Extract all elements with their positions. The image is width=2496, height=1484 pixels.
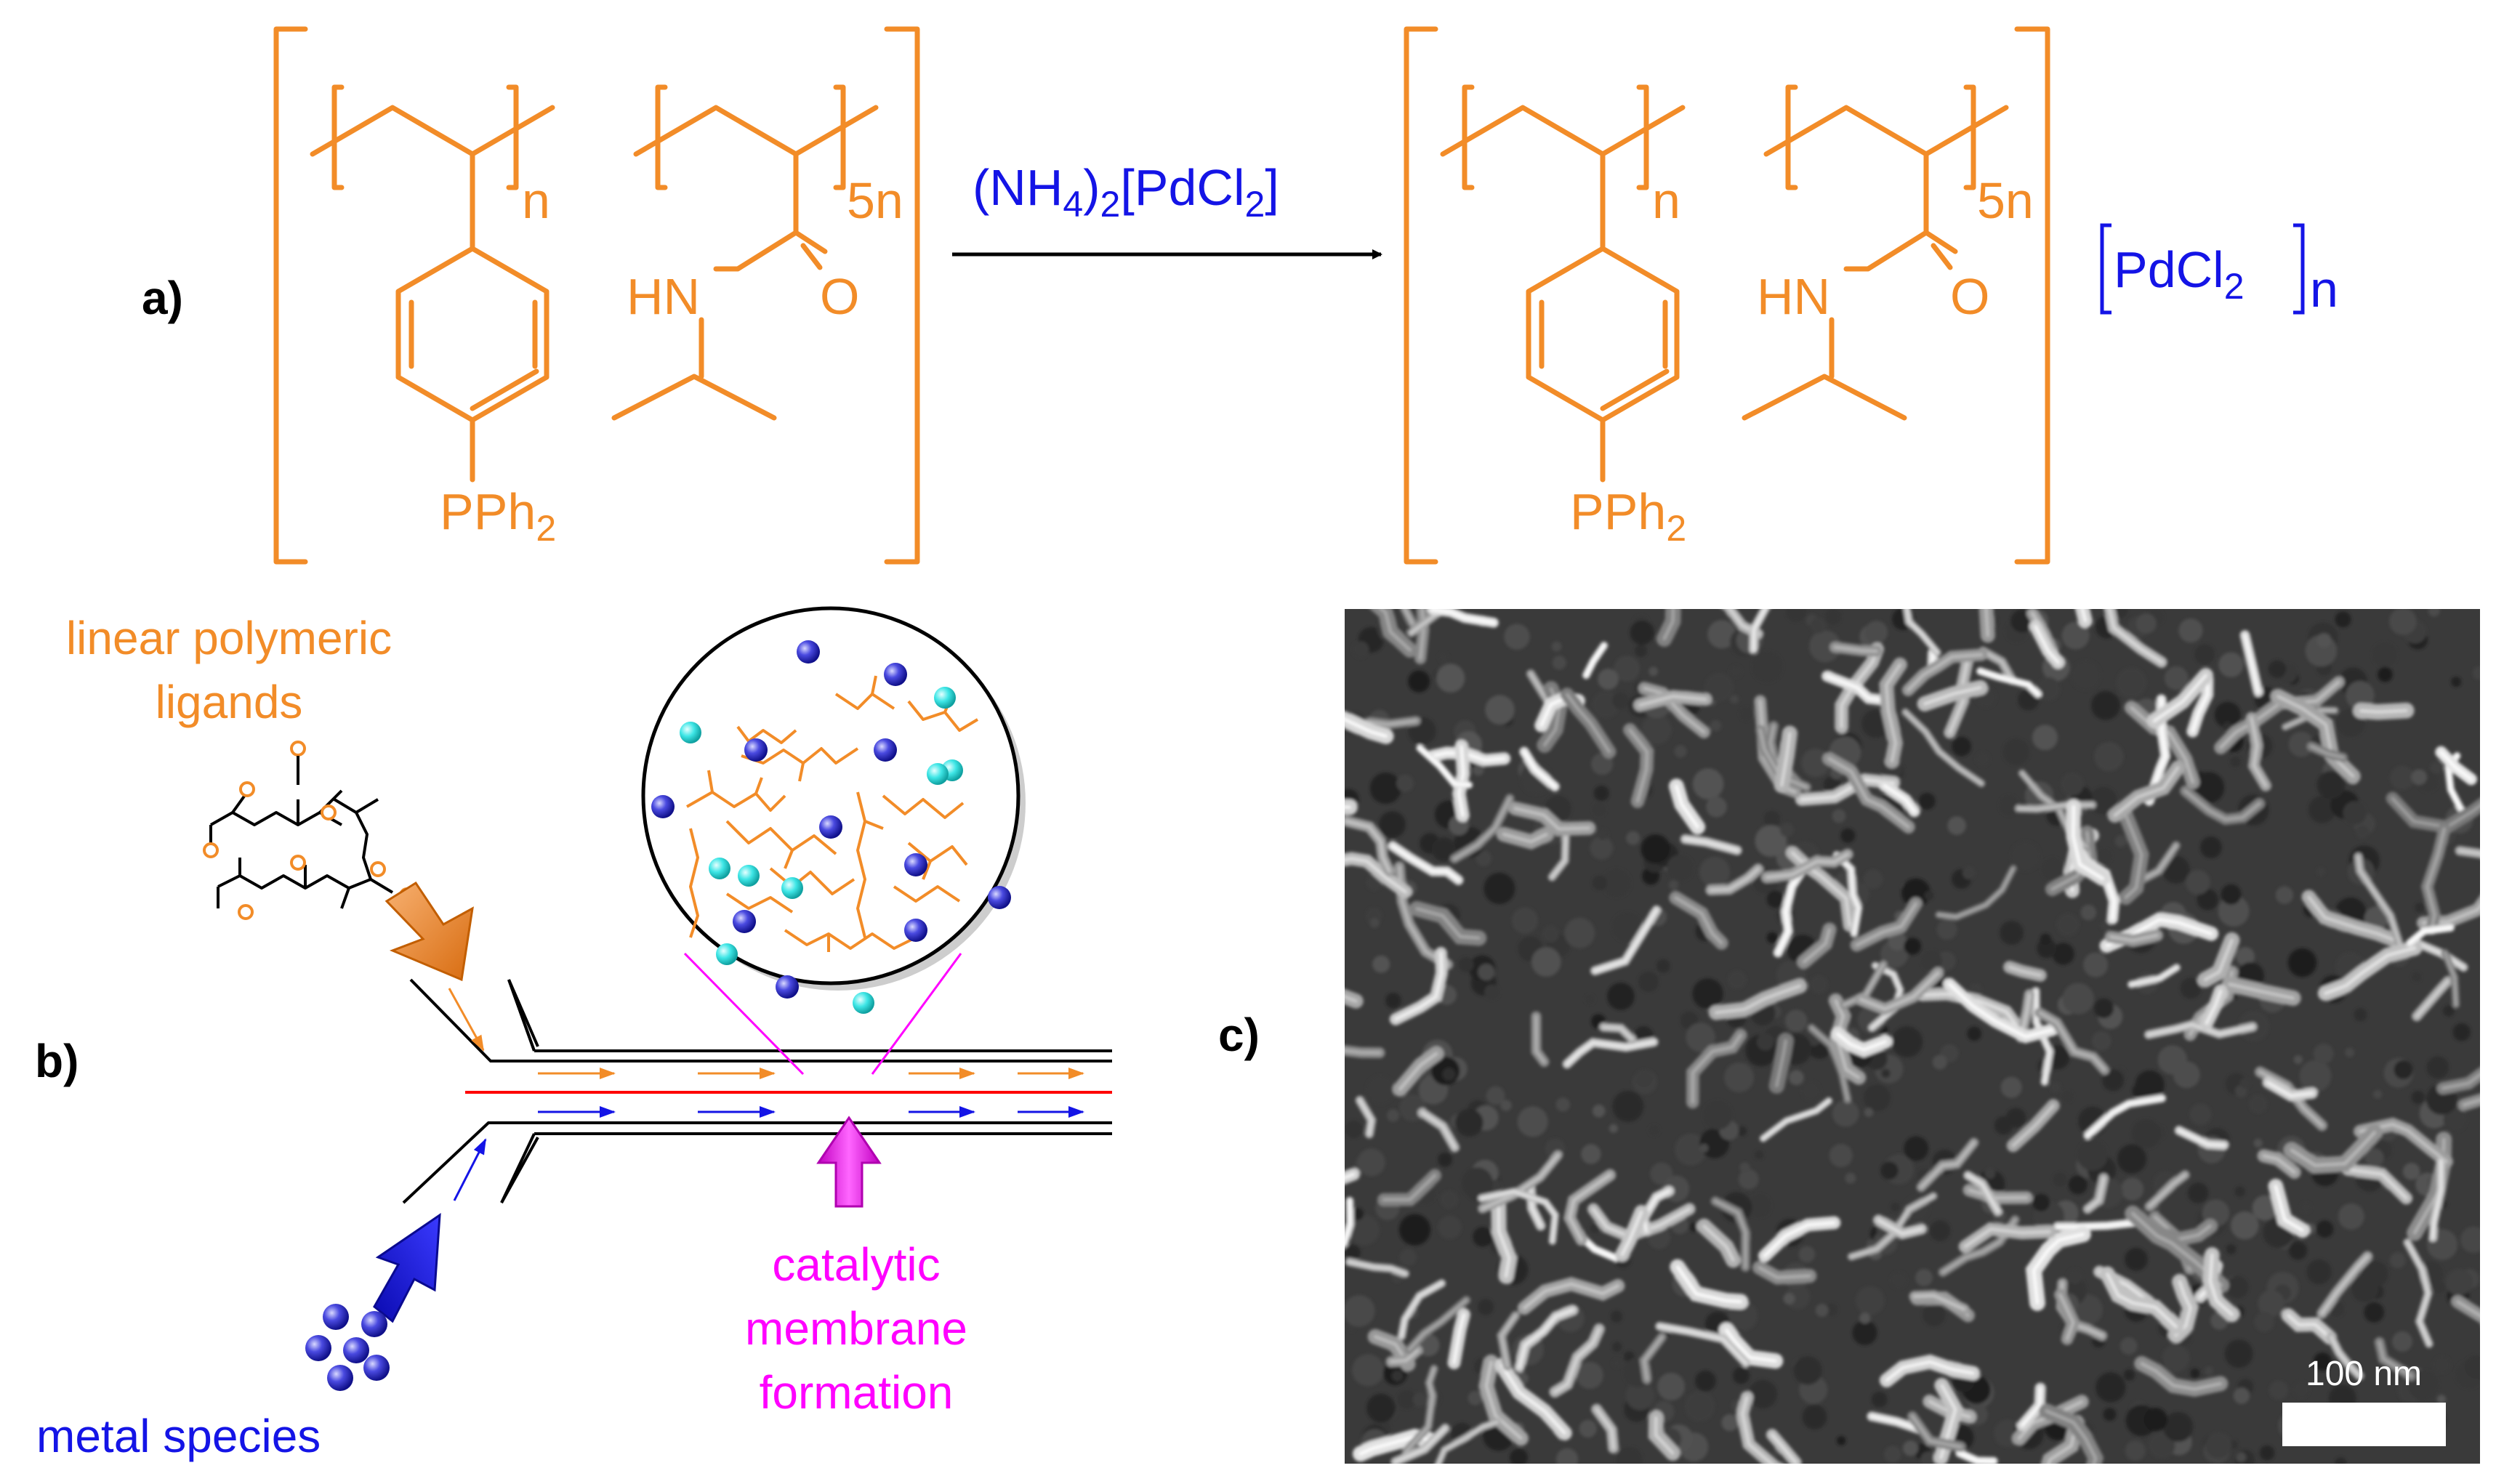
channel-walls (500, 979, 1112, 1203)
reactant-labels: n 5n HN O PPh2 (440, 172, 903, 549)
ligand-flow-arrows (448, 988, 1084, 1079)
membrane-label-line2: membrane (745, 1302, 967, 1355)
sem-texture (1345, 609, 2480, 1464)
product-index-5n: 5n (1977, 172, 2034, 229)
reactant-left-bracket (273, 26, 308, 565)
reagent-label: (NH4)2[PdCl2] (973, 159, 1279, 225)
membrane-label-line3: formation (760, 1366, 954, 1419)
sem-micrograph (1345, 609, 2480, 1464)
reactant-right-bracket (884, 26, 920, 565)
reactant-index-5n: 5n (847, 172, 903, 229)
reactant-hn-label: HN (627, 268, 700, 325)
ligand-endgroup-dots (203, 741, 415, 920)
zoom-circle (641, 606, 1026, 1014)
metal-feed-arrow (373, 1213, 441, 1323)
product-right-bracket (2014, 26, 2050, 565)
ligand-label: linear polymeric (66, 612, 392, 664)
product-pph2-label: PPh2 (1570, 483, 1686, 549)
reactant-structure (273, 26, 920, 565)
reactant-index-n: n (522, 172, 550, 229)
ligand-feed-arrow (385, 881, 474, 982)
metal-flow-arrows (453, 1106, 1084, 1201)
product-left-bracket (1404, 26, 1438, 565)
panel-label-b: b) (35, 1035, 78, 1087)
product-hn-label: HN (1757, 268, 1830, 325)
pdcl2-label: PdCl2 (2114, 241, 2245, 307)
scale-bar-label: 100 nm (2306, 1355, 2422, 1393)
product-index-n: n (1652, 172, 1680, 229)
zoom-cyan-spheres (680, 687, 963, 1014)
reactant-o-label: O (820, 268, 859, 325)
zoom-pd-spheres (651, 640, 1011, 999)
product-labels: n 5n HN O PPh2 (1570, 172, 2034, 549)
metal-species-label: metal species (36, 1410, 321, 1462)
panel-label-c: c) (1218, 1009, 1260, 1061)
reactant-pph2-label: PPh2 (440, 483, 556, 549)
membrane-label-line1: catalytic (772, 1238, 940, 1291)
pdcl2-index-n: n (2310, 261, 2338, 318)
product-o-label: O (1950, 268, 1989, 325)
linear-polymeric-ligands-icon (209, 789, 394, 909)
metal-species-icon (305, 1304, 390, 1391)
product-structure (1404, 26, 2050, 565)
pdcl2-group: PdCl2 n (2100, 223, 2338, 318)
ligand-label-line2: ligands (156, 676, 303, 728)
panel-label-a: a) (142, 272, 183, 324)
scale-bar (2282, 1403, 2446, 1446)
membrane-formation-arrow (816, 1116, 882, 1208)
